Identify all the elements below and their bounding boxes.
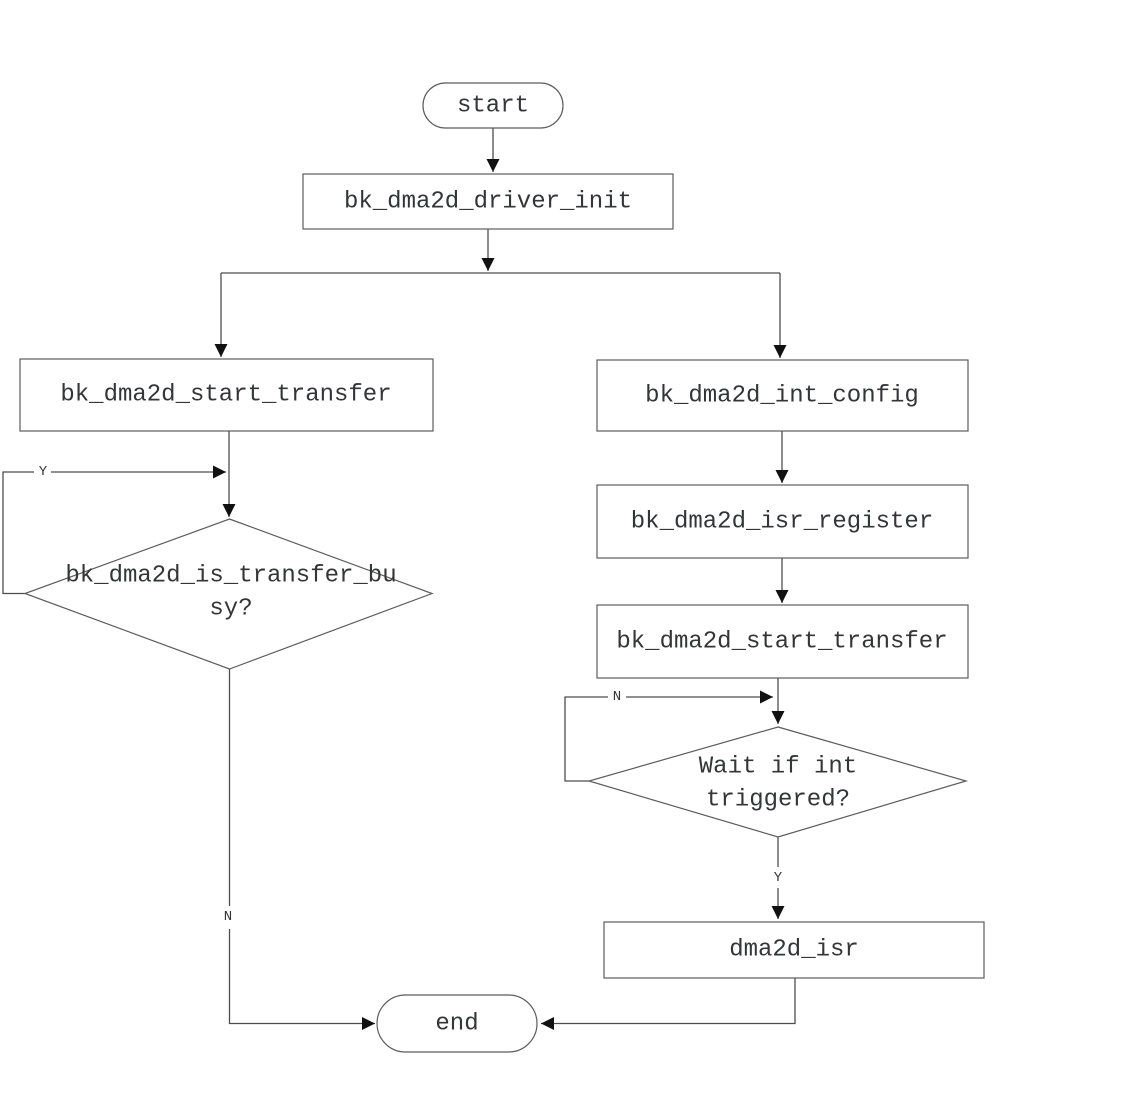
busy-yes-label-gap: [34, 462, 51, 482]
driver-init-label: bk_dma2d_driver_init: [344, 189, 632, 216]
edge-label-busy-yes: Y: [39, 464, 48, 480]
busy-no-label-gap: [219, 906, 238, 929]
left-start-transfer-process-shape: [19, 358, 434, 432]
node-wait-decision: Wait if int triggered?: [586, 726, 969, 838]
wait-decision-label-line1: Wait if int: [699, 754, 857, 781]
wait-no-label-gap: [608, 687, 626, 707]
isr-register-process-shape: [596, 484, 969, 559]
busy-decision-label-line2: sy?: [209, 596, 252, 623]
left-start-transfer-label: bk_dma2d_start_transfer: [60, 382, 391, 409]
start-label: start: [457, 93, 529, 120]
right-start-transfer-label: bk_dma2d_start_transfer: [616, 629, 947, 656]
edge-wait-no-loop: [564, 690, 773, 782]
node-driver-init: bk_dma2d_driver_init: [302, 173, 674, 230]
int-config-process-shape: [596, 359, 969, 432]
node-dma2d-isr: dma2d_isr: [603, 921, 985, 979]
right-start-transfer-process-shape: [596, 604, 969, 679]
wait-decision-diamond-shape: [586, 726, 969, 838]
node-left-start-transfer: bk_dma2d_start_transfer: [19, 358, 434, 432]
node-int-config: bk_dma2d_int_config: [596, 359, 969, 432]
node-start: start: [422, 82, 564, 129]
edge-busy-yes-loop: [2, 465, 226, 595]
node-isr-register: bk_dma2d_isr_register: [596, 484, 969, 559]
edge-dma2d-isr-to-end: [541, 978, 796, 1030]
node-busy-decision: bk_dma2d_is_transfer_bu sy?: [23, 518, 434, 670]
edge-busy-no-to-end: [228, 669, 375, 1030]
edge-label-wait-no: N: [613, 689, 621, 705]
busy-decision-diamond-shape: [23, 518, 434, 670]
wait-decision-label-line2: triggered?: [706, 787, 850, 814]
node-end: end: [376, 994, 538, 1053]
end-label: end: [435, 1011, 478, 1038]
driver-init-process-shape: [302, 173, 674, 230]
wait-yes-label-gap: [769, 867, 787, 888]
dma2d-isr-process-shape: [603, 921, 985, 979]
int-config-label: bk_dma2d_int_config: [645, 383, 919, 410]
dma2d-isr-label: dma2d_isr: [729, 937, 859, 964]
isr-register-label: bk_dma2d_isr_register: [631, 509, 933, 536]
edge-label-wait-yes: Y: [774, 870, 783, 886]
start-terminator-shape: [422, 82, 564, 129]
node-right-start-transfer: bk_dma2d_start_transfer: [596, 604, 969, 679]
edge-label-busy-no: N: [224, 909, 232, 925]
end-terminator-shape: [376, 994, 538, 1053]
edge-labels: Y N N Y: [34, 462, 787, 929]
busy-decision-label-line1: bk_dma2d_is_transfer_bu: [65, 563, 396, 590]
